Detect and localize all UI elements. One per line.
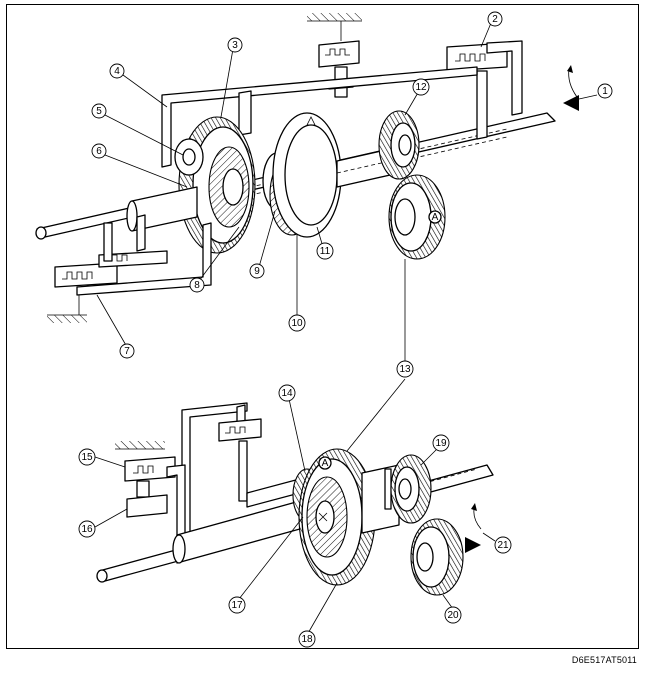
transmission-diagram: A [35, 11, 613, 648]
svg-text:20: 20 [447, 610, 459, 621]
callout-20: 20 [444, 606, 462, 624]
svg-text:17: 17 [231, 600, 243, 611]
gear-a-upper-mark: A [432, 212, 439, 223]
svg-text:15: 15 [81, 452, 93, 463]
idler-gear-a-upper: A [388, 174, 446, 260]
gear-19 [390, 454, 432, 524]
svg-text:14: 14 [281, 388, 293, 399]
ring-gear-11 [272, 112, 342, 238]
gear-a-lower-mark: A [322, 458, 329, 469]
callout-18: 18 [298, 630, 316, 648]
svg-text:8: 8 [194, 280, 200, 291]
callout-17: 17 [228, 596, 246, 614]
svg-text:18: 18 [301, 634, 313, 645]
svg-text:2: 2 [492, 14, 498, 25]
svg-text:7: 7 [124, 346, 130, 357]
svg-text:10: 10 [291, 318, 303, 329]
callout-4: 4 [109, 63, 125, 79]
sleeve-5-6 [126, 138, 204, 232]
callout-3: 3 [227, 37, 243, 53]
svg-text:13: 13 [399, 364, 411, 375]
gear-12 [378, 110, 420, 180]
upper-assembly: A [35, 13, 556, 323]
ground-left [47, 314, 87, 323]
callout-12: 12 [412, 78, 430, 96]
svg-text:12: 12 [415, 82, 427, 93]
ground-top [307, 13, 362, 22]
brake-7 [54, 222, 212, 315]
output-arrow-icon [465, 537, 481, 553]
input-arrow-icon [563, 95, 579, 111]
svg-text:4: 4 [114, 66, 120, 77]
callout-10: 10 [288, 314, 306, 332]
cross-mark-icon [318, 512, 328, 522]
callout-9: 9 [249, 263, 265, 279]
lower-assembly: A [96, 402, 494, 596]
callout-14: 14 [278, 384, 296, 402]
callout-6: 6 [91, 143, 107, 159]
hub-post [103, 214, 146, 262]
callout-16: 16 [78, 520, 96, 538]
rotation-arrow-1-icon [568, 68, 578, 98]
direction-arrows [465, 65, 579, 553]
callout-8: 8 [189, 277, 205, 293]
svg-text:3: 3 [232, 40, 238, 51]
callout-19: 19 [432, 434, 450, 452]
planetary-drum-3 [178, 116, 256, 254]
svg-text:1: 1 [602, 86, 608, 97]
callout-15: 15 [78, 448, 96, 466]
callout-5: 5 [91, 103, 107, 119]
brake-15-16 [124, 456, 186, 538]
ground-lower [115, 441, 165, 450]
callout-7: 7 [119, 343, 135, 359]
svg-text:11: 11 [320, 246, 331, 257]
drum-link-4 [161, 66, 478, 168]
callout-2: 2 [487, 11, 503, 27]
reference-code: D6E517AT5011 [571, 655, 637, 665]
svg-text:5: 5 [96, 106, 102, 117]
callout-13: 13 [396, 360, 414, 378]
leader-lines [94, 22, 598, 636]
diagram-frame: A [6, 4, 639, 649]
svg-text:6: 6 [96, 146, 102, 157]
gear-20 [410, 518, 464, 596]
svg-text:9: 9 [254, 266, 260, 277]
brake-2 [446, 40, 523, 140]
callout-11: 11 [316, 242, 334, 260]
callout-21: 21 [494, 536, 512, 554]
rotation-arrow-icon [306, 116, 316, 126]
svg-text:21: 21 [497, 540, 509, 551]
svg-text:16: 16 [81, 524, 93, 535]
callout-1: 1 [597, 83, 613, 99]
svg-text:19: 19 [435, 438, 447, 449]
ring-gear-18: A [298, 448, 376, 586]
